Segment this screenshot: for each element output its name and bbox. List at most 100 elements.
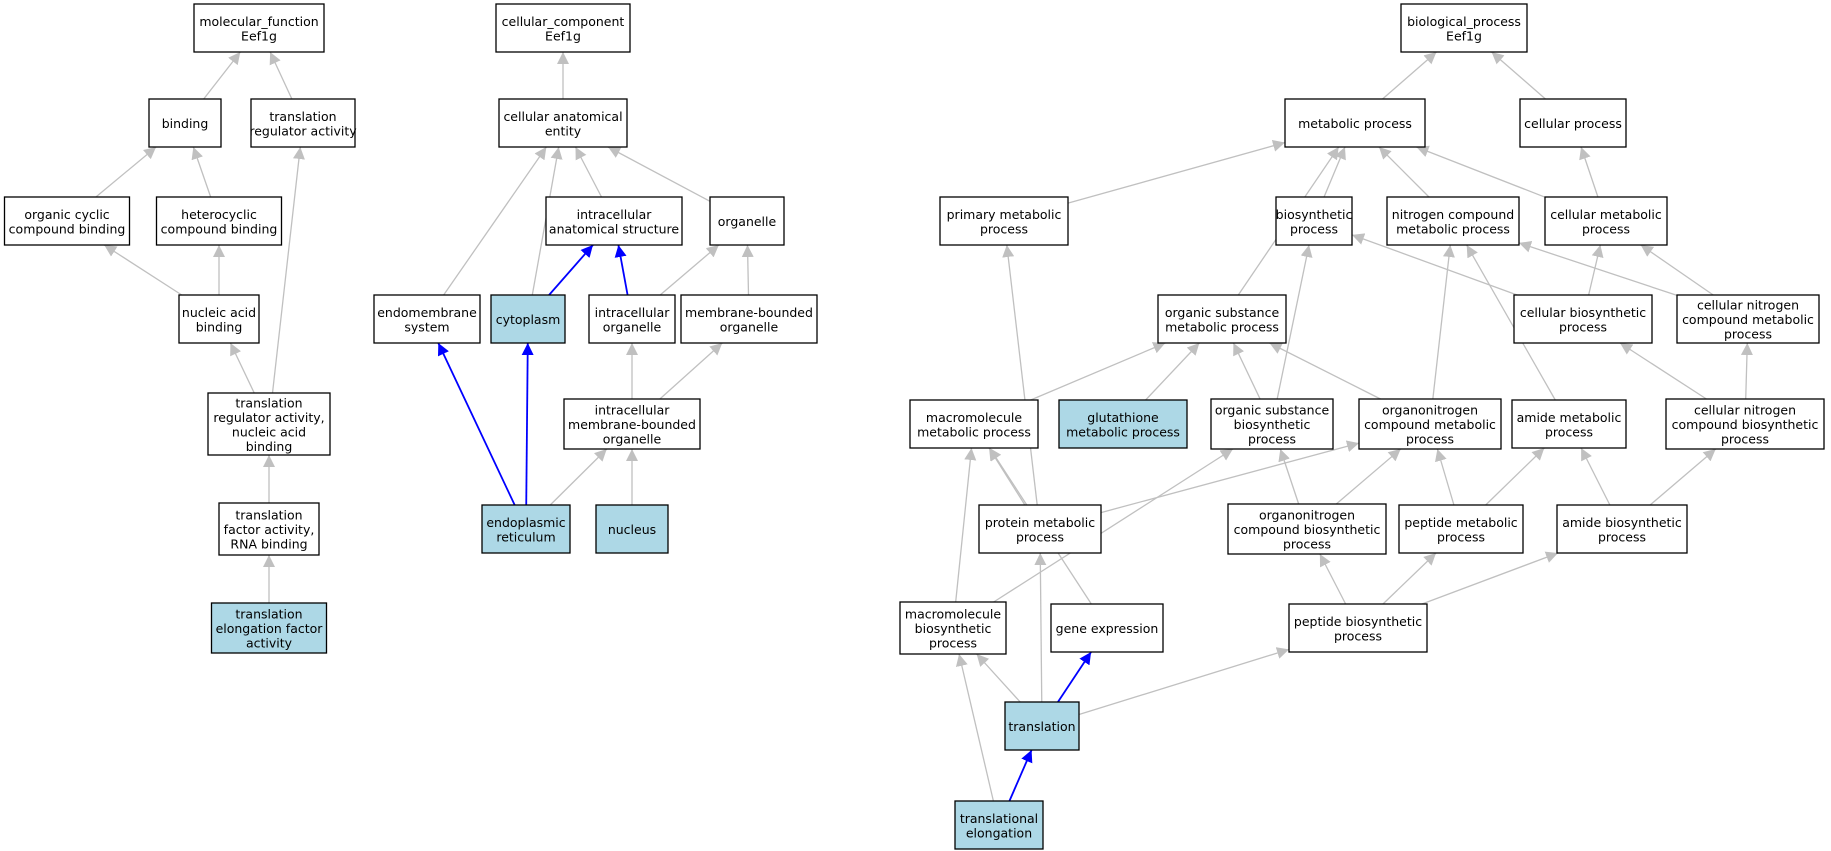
node-organelle[interactable]: organelle <box>709 196 785 246</box>
edge-orgnitro_biosyn-to-org_sub_biosyn <box>1278 448 1300 505</box>
node-box <box>1400 3 1528 53</box>
node-label-line: cellular metabolic <box>1550 206 1662 221</box>
node-box <box>1544 196 1668 246</box>
edge-cell_nitro_metab-to-nitro_metab <box>1518 241 1678 297</box>
node-label: metabolic process <box>1298 116 1412 131</box>
node-label-line: nucleic acid <box>182 304 256 319</box>
node-label-line: binding <box>196 319 243 334</box>
node-label-line: anatomical structure <box>549 221 679 236</box>
node-label-line: process <box>1016 529 1064 544</box>
node-cell-proc[interactable]: cellular process <box>1519 98 1627 148</box>
edge-orgnitro_metab-to-nitro_metab <box>1432 244 1455 400</box>
node-nucleus[interactable]: nucleus <box>595 504 669 554</box>
node-label-line: translation <box>235 395 302 410</box>
node-label-line: biological_process <box>1407 13 1521 28</box>
node-label-line: metabolic process <box>1396 221 1510 236</box>
node-translation[interactable]: translation <box>1004 701 1080 751</box>
node-label-line: endoplasmic <box>486 514 565 529</box>
node-label-line: nucleus <box>608 522 656 537</box>
node-label-line: intracellular <box>595 402 671 417</box>
edge-trans_reg_na-to-trans_reg <box>271 146 305 394</box>
node-cytoplasm[interactable]: cytoplasm <box>490 294 566 344</box>
node-label-line: entity <box>545 123 582 138</box>
node-box <box>148 98 222 148</box>
node-box <box>1157 294 1287 344</box>
node-label-line: organelle <box>720 319 779 334</box>
node-label-line: compound binding <box>161 221 278 236</box>
node-box <box>545 196 683 246</box>
node-label-line: compound binding <box>9 221 126 236</box>
node-box <box>1511 399 1627 449</box>
node-label: cellular process <box>1524 116 1622 131</box>
edge-amide_metab-to-nitro_metab <box>1466 244 1556 401</box>
edge-organelle-to-cae <box>607 146 711 202</box>
node-box <box>1227 503 1387 555</box>
node-label-line: process <box>929 635 977 650</box>
node-label: nucleus <box>608 522 656 537</box>
node-label-line: nitrogen compound <box>1392 206 1514 221</box>
node-box <box>1676 294 1820 344</box>
node-binding[interactable]: binding <box>148 98 222 148</box>
node-box <box>1275 196 1353 246</box>
node-label-line: cellular_component <box>502 13 625 28</box>
node-label-line: organic substance <box>1215 402 1330 417</box>
node-label-line: cellular anatomical <box>503 108 622 123</box>
node-box <box>909 399 1039 449</box>
node-metab[interactable]: metabolic process <box>1284 98 1426 148</box>
node-gene-expr[interactable]: gene expression <box>1050 603 1164 653</box>
edge-trans_elong-to-macro_biosyn <box>955 653 995 802</box>
node-label-line: activity <box>246 635 293 650</box>
node-box <box>495 3 631 53</box>
node-box <box>481 504 571 554</box>
edge-er-to-cytoplasm <box>521 342 534 506</box>
node-label-line: nucleic acid <box>232 424 306 439</box>
